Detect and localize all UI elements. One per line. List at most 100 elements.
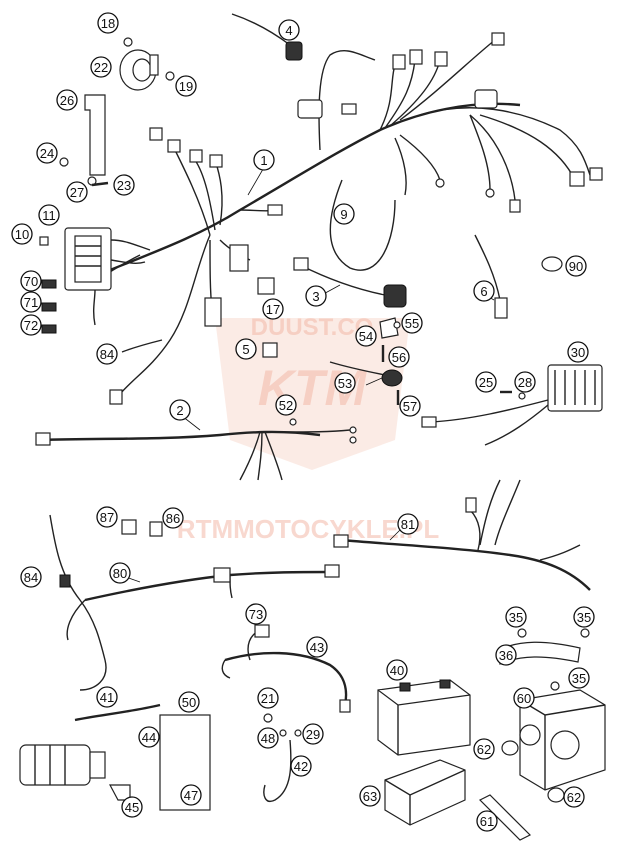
callout-number: 9 bbox=[340, 207, 347, 222]
callout-number: 73 bbox=[249, 607, 263, 622]
callout-c81: 81 bbox=[397, 513, 419, 535]
callout-c36: 36 bbox=[495, 644, 517, 666]
callout-number: 53 bbox=[338, 376, 352, 391]
callout-c3: 3 bbox=[305, 285, 327, 307]
part-53 bbox=[381, 369, 403, 387]
callout-c54: 54 bbox=[355, 325, 377, 347]
callout-circle bbox=[257, 727, 279, 749]
washer-28 bbox=[518, 392, 526, 400]
callout-circle bbox=[355, 325, 377, 347]
callout-circle bbox=[169, 399, 191, 421]
callout-number: 62 bbox=[567, 790, 581, 805]
callout-c61: 61 bbox=[476, 810, 498, 832]
callout-c60: 60 bbox=[513, 687, 535, 709]
callout-circle bbox=[235, 338, 257, 360]
callout-number: 27 bbox=[70, 185, 84, 200]
screw-35a bbox=[517, 628, 527, 638]
nut-21 bbox=[263, 713, 273, 723]
callout-c10: 10 bbox=[11, 223, 33, 245]
callout-c90: 90 bbox=[565, 255, 587, 277]
callout-number: 71 bbox=[24, 295, 38, 310]
part-3-connector bbox=[293, 257, 309, 271]
callout-circle bbox=[568, 667, 590, 689]
callout-c5: 5 bbox=[235, 338, 257, 360]
callout-circle bbox=[306, 636, 328, 658]
screw-10 bbox=[39, 236, 49, 246]
callout-circle bbox=[334, 372, 356, 394]
harness-connector bbox=[229, 244, 249, 272]
callout-number: 5 bbox=[242, 342, 249, 357]
watermark-line3: RTMMOTOCYKLE.PL bbox=[177, 514, 440, 544]
callout-circle bbox=[573, 606, 595, 628]
callout-circle bbox=[290, 755, 312, 777]
callout-number: 18 bbox=[101, 16, 115, 31]
callout-circle bbox=[359, 785, 381, 807]
callout-c50: 50 bbox=[178, 691, 200, 713]
callout-c2: 2 bbox=[169, 399, 191, 421]
callout-circle bbox=[386, 659, 408, 681]
nut-24 bbox=[59, 157, 69, 167]
harness-connector bbox=[149, 127, 163, 141]
callout-number: 23 bbox=[117, 178, 131, 193]
harness-connector bbox=[209, 154, 223, 168]
callout-number: 21 bbox=[261, 691, 275, 706]
callout-number: 2 bbox=[176, 403, 183, 418]
callout-c1: 1 bbox=[253, 149, 275, 171]
callout-c56: 56 bbox=[388, 346, 410, 368]
callout-circle bbox=[162, 507, 184, 529]
callout-c45: 45 bbox=[121, 796, 143, 818]
cable-41 bbox=[74, 703, 161, 722]
screw-35b bbox=[580, 628, 590, 638]
part-3-cable bbox=[299, 264, 386, 296]
callout-number: 1 bbox=[260, 153, 267, 168]
callout-c35c: 35 bbox=[568, 667, 590, 689]
cable-42 bbox=[263, 739, 292, 802]
callout-circle bbox=[38, 204, 60, 226]
harness-connector bbox=[474, 89, 498, 109]
harness-connector bbox=[109, 389, 123, 405]
callout-circle bbox=[257, 687, 279, 709]
washer-48 bbox=[279, 729, 287, 737]
callout-c43: 43 bbox=[306, 636, 328, 658]
callout-circle bbox=[178, 691, 200, 713]
callout-circle bbox=[66, 181, 88, 203]
main-wiring-harness bbox=[89, 32, 603, 405]
callout-c25: 25 bbox=[475, 371, 497, 393]
part-62b bbox=[547, 787, 565, 803]
callout-c6: 6 bbox=[473, 280, 495, 302]
callout-c35b: 35 bbox=[573, 606, 595, 628]
callout-circle bbox=[109, 562, 131, 584]
callout-number: 4 bbox=[285, 23, 292, 38]
callout-number: 47 bbox=[184, 788, 198, 803]
connector-4 bbox=[231, 13, 303, 61]
callout-c72: 72 bbox=[20, 314, 42, 336]
callout-number: 24 bbox=[40, 146, 54, 161]
callout-number: 6 bbox=[480, 284, 487, 299]
callout-c9: 9 bbox=[333, 203, 355, 225]
callout-circle bbox=[113, 174, 135, 196]
callout-circle bbox=[473, 280, 495, 302]
callout-circle bbox=[96, 506, 118, 528]
harness-connector bbox=[204, 297, 222, 327]
washer-19 bbox=[165, 71, 175, 81]
callout-number: 62 bbox=[477, 742, 491, 757]
callout-number: 36 bbox=[499, 648, 513, 663]
screw-23 bbox=[91, 181, 109, 187]
callout-circle bbox=[397, 513, 419, 535]
callout-c86: 86 bbox=[162, 507, 184, 529]
callout-circle bbox=[96, 686, 118, 708]
starter-motor bbox=[19, 744, 106, 786]
callout-circle bbox=[180, 784, 202, 806]
callout-c26: 26 bbox=[56, 89, 78, 111]
callout-circle bbox=[399, 395, 421, 417]
callout-circle bbox=[20, 314, 42, 336]
horn bbox=[119, 49, 159, 91]
callout-number: 17 bbox=[266, 302, 280, 317]
cable-tie-90 bbox=[541, 256, 563, 272]
callout-c70: 70 bbox=[20, 270, 42, 292]
part-84-top bbox=[121, 339, 163, 353]
callout-number: 35 bbox=[509, 610, 523, 625]
callout-number: 87 bbox=[100, 510, 114, 525]
callout-circle bbox=[11, 223, 33, 245]
callout-circle bbox=[505, 606, 527, 628]
